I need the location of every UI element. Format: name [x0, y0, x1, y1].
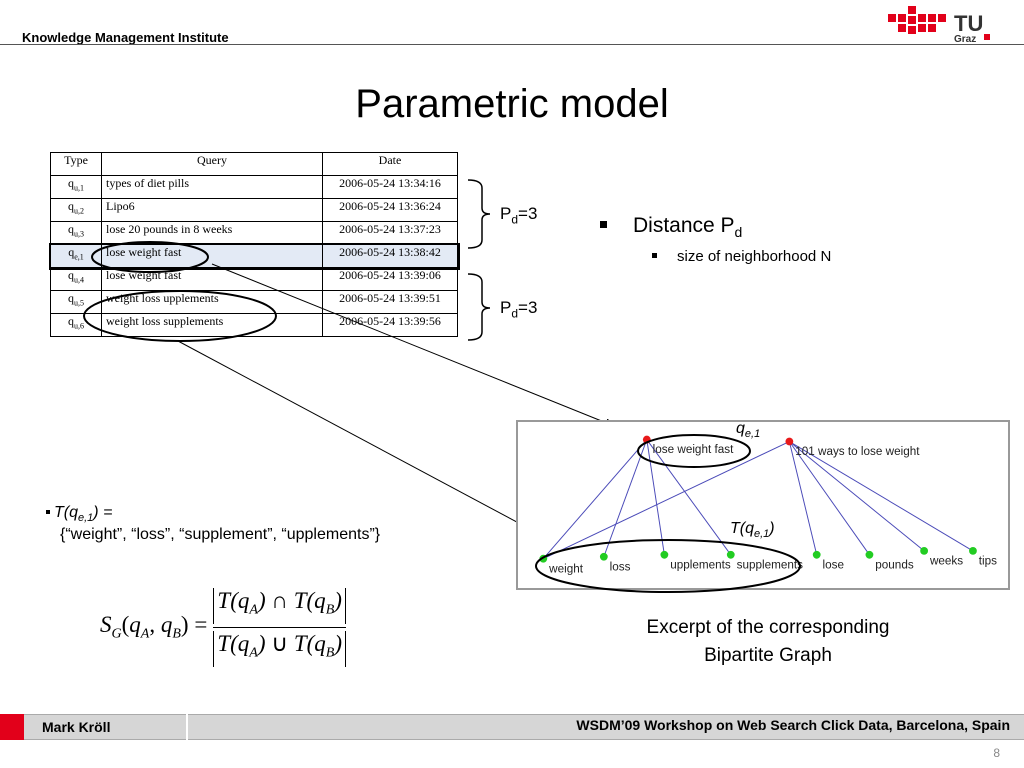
ellipse-graph-query — [637, 434, 751, 468]
term-node — [726, 550, 735, 559]
graph-edge — [646, 439, 732, 556]
header-divider — [0, 44, 1024, 45]
institute-name: Knowledge Management Institute — [22, 30, 229, 45]
tqe1-label: T(qe,1) — [730, 520, 775, 541]
footer-separator — [186, 714, 188, 740]
graph-edge — [788, 441, 870, 556]
cell-date: 2006-05-24 13:37:23 — [322, 221, 458, 245]
term-node-label: tips — [979, 555, 997, 568]
svg-text:Graz: Graz — [954, 34, 976, 44]
square-bullet-icon — [600, 221, 607, 228]
arrow-to-query-node — [211, 263, 614, 426]
header-type: Type — [50, 152, 102, 176]
cell-query: types of diet pills — [101, 175, 323, 199]
graph-edge — [543, 441, 790, 560]
qe1-label: qe,1 — [736, 420, 761, 441]
formula-denominator: T(qA) ∪ T(qB) — [213, 631, 347, 667]
ellipse-graph-terms — [535, 539, 801, 593]
query-node — [785, 437, 794, 446]
cell-type: qu,1 — [50, 175, 102, 199]
term-node — [969, 546, 977, 555]
slide-title: Parametric model — [355, 82, 669, 126]
ellipse-lose-weight-fast — [91, 241, 209, 273]
square-bullet-icon — [652, 253, 657, 258]
header-date: Date — [322, 152, 458, 176]
query-node-label: lose weight fast — [653, 443, 734, 456]
term-node — [660, 550, 669, 559]
term-node-label: weight — [548, 562, 584, 575]
formula-lhs: SG(qA, qB) = — [100, 612, 208, 642]
tq-definition: T(qe,1) = — [46, 504, 112, 524]
bipartite-graph: lose weight fast 101 ways to lose weight w… — [516, 420, 1010, 590]
ellipse-weight-loss-terms — [83, 290, 277, 342]
graph-edge — [789, 441, 974, 552]
footer-bar — [0, 714, 1024, 740]
fraction-bar — [213, 626, 347, 629]
formula-fraction: T(qA) ∩ T(qB) T(qA) ∪ T(qB) — [213, 588, 347, 667]
tu-graz-logo: TU Graz — [888, 6, 990, 44]
svg-text:TU: TU — [954, 11, 983, 36]
pd-label-top: Pd=3 — [500, 204, 538, 227]
similarity-formula: SG(qA, qB) = T(qA) ∩ T(qB) T(qA) ∪ T(qB) — [100, 588, 347, 667]
term-node-label: weeks — [929, 555, 963, 568]
caption-line-1: Excerpt of the corresponding — [646, 617, 890, 638]
page-number: 8 — [993, 746, 1000, 760]
term-node — [865, 550, 874, 559]
author-name: Mark Kröll — [42, 719, 111, 735]
cell-date: 2006-05-24 13:39:51 — [322, 290, 458, 314]
graph-edge — [788, 441, 818, 555]
conference-name: WSDM’09 Workshop on Web Search Click Dat… — [576, 717, 1010, 733]
arrow-to-term-nodes — [177, 340, 543, 536]
brace-bottom — [467, 273, 491, 341]
table-header-row: Type Query Date — [50, 152, 458, 176]
term-node — [920, 546, 929, 555]
query-node-label: 101 ways to lose weight — [795, 445, 920, 458]
bullet-neighborhood: size of neighborhood N — [652, 248, 831, 265]
header-query: Query — [101, 152, 323, 176]
graph-edge — [789, 441, 925, 552]
cell-query: weight loss supplements — [101, 313, 323, 337]
graph-edge — [603, 439, 648, 557]
cell-date: 2006-05-24 13:39:56 — [322, 313, 458, 337]
graph-edge — [542, 439, 648, 560]
term-node-label: supplements — [737, 558, 804, 571]
formula-numerator: T(qA) ∩ T(qB) — [213, 588, 346, 624]
term-node — [812, 550, 821, 559]
term-node-label: loss — [610, 560, 631, 573]
cell-date: 2006-05-24 13:34:16 — [322, 175, 458, 199]
pd-label-bottom: Pd=3 — [500, 298, 538, 321]
term-node-label: pounds — [875, 558, 914, 571]
graph-caption: Excerpt of the corresponding Bipartite G… — [600, 614, 936, 670]
term-node-label: upplements — [670, 558, 731, 571]
tq-set: {“weight”, “loss”, “supplement”, “upplem… — [60, 526, 381, 543]
brace-top — [467, 179, 491, 249]
caption-line-2: Bipartite Graph — [704, 645, 832, 666]
cell-date: 2006-05-24 13:36:24 — [322, 198, 458, 222]
graph-edge — [646, 439, 665, 555]
cell-date: 2006-05-24 13:39:06 — [322, 267, 458, 291]
footer-accent — [0, 714, 24, 740]
bullet-distance: Distance Pd — [600, 214, 742, 240]
cell-query: Lipo6 — [101, 198, 323, 222]
term-node — [599, 552, 608, 561]
square-bullet-icon — [46, 510, 50, 514]
term-node-label: lose — [823, 558, 844, 571]
